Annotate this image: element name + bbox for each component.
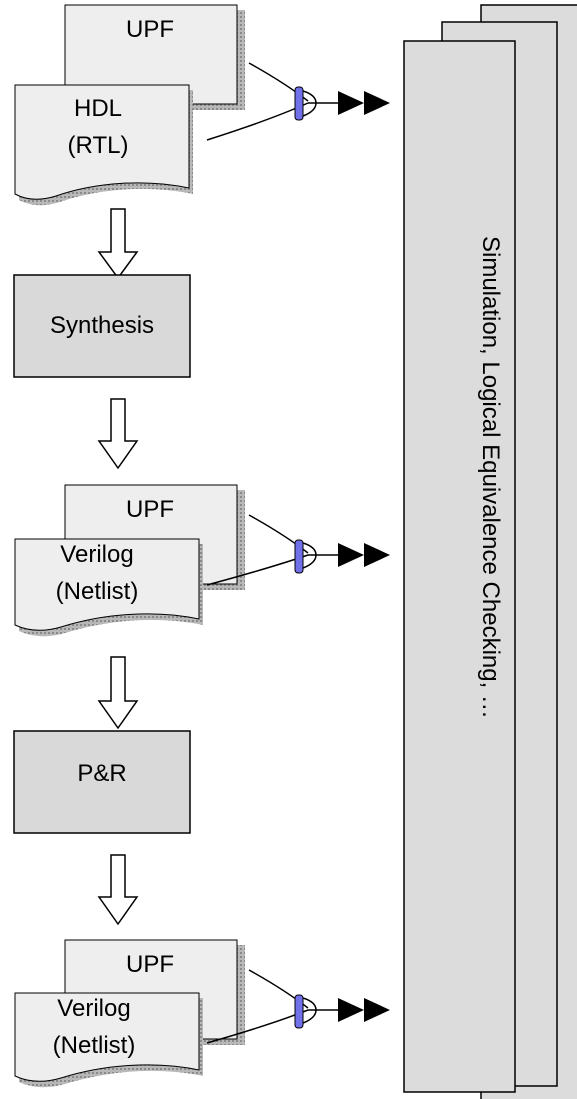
arrowhead-3a (338, 998, 364, 1022)
arrowhead-2b (364, 543, 390, 567)
hdl-document: HDL (RTL) (14, 84, 193, 206)
hdl-label-line1: HDL (74, 95, 122, 122)
connector-2 (206, 514, 390, 586)
netlist-document-1: Verilog (Netlist) (14, 538, 203, 637)
verification-label: Simulation, Logical Equivalence Checking… (477, 236, 504, 719)
netlist-label-2-line2: (Netlist) (53, 1032, 136, 1059)
upf-label-1: UPF (126, 16, 174, 43)
stage-3-inputs: UPF Verilog (Netlist) (14, 939, 390, 1088)
stack-panel-front (403, 40, 516, 1093)
down-arrow-3 (97, 656, 139, 730)
connector-3 (206, 969, 390, 1044)
stage-1-inputs: UPF HDL (RTL) (14, 4, 390, 206)
arrowhead-2a (338, 543, 364, 567)
netlist-label-1-line1: Verilog (60, 541, 133, 568)
arrowhead-1a (338, 91, 364, 115)
netlist-label-2-line1: Verilog (57, 995, 130, 1022)
down-arrow-2 (97, 398, 139, 470)
stage-2-inputs: UPF Verilog (Netlist) (14, 484, 390, 637)
netlist-label-1-line2: (Netlist) (56, 578, 139, 605)
synthesis-step: Synthesis (13, 274, 191, 378)
synthesis-label: Synthesis (50, 312, 154, 339)
par-label: P&R (77, 760, 126, 787)
connector-1 (206, 62, 390, 141)
hdl-label-line2: (RTL) (68, 132, 129, 159)
arrowhead-3b (364, 998, 390, 1022)
netlist-document-2: Verilog (Netlist) (14, 992, 203, 1088)
down-arrow-4 (97, 854, 139, 926)
upf-label-3: UPF (126, 951, 174, 978)
verification-stack: Simulation, Logical Equivalence Checking… (403, 4, 577, 1099)
place-and-route-step: P&R (13, 730, 191, 834)
connector-clip-2 (294, 539, 304, 574)
connector-clip-1 (294, 86, 304, 121)
arrowhead-1b (364, 91, 390, 115)
connector-clip-3 (294, 994, 304, 1029)
down-arrow-1 (97, 208, 139, 280)
upf-label-2: UPF (126, 496, 174, 523)
